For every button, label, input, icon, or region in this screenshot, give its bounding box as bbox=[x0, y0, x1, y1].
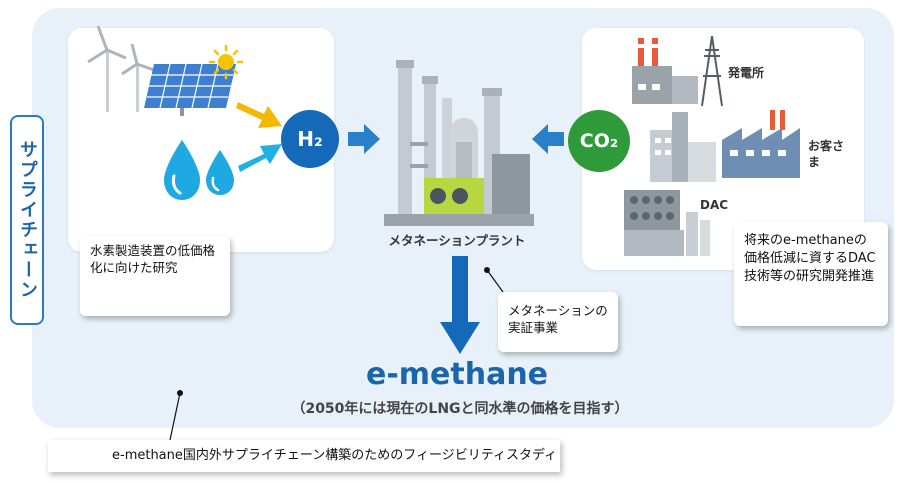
label-customer: お客さま bbox=[808, 138, 848, 170]
power-tower-icon bbox=[701, 35, 723, 107]
co2-circle: CO₂ bbox=[568, 110, 630, 172]
water-drop-icon bbox=[164, 140, 234, 200]
arrow-plant-to-emethane bbox=[440, 256, 480, 354]
wind-turbine-icon bbox=[87, 25, 155, 112]
callout-dac-research: 将来のe-methaneの価格低減に資するDAC技術等の研究開発推進 bbox=[734, 222, 888, 326]
plant-label: メタネーションプラント bbox=[388, 233, 526, 248]
arrow-renewable-to-h2 bbox=[236, 102, 282, 128]
factory-icon bbox=[632, 38, 698, 104]
building-icon bbox=[650, 112, 716, 182]
side-label-supply-chain: サプライチェーン bbox=[10, 115, 44, 325]
label-dac: DAC bbox=[700, 198, 729, 212]
emethane-title: e-methane bbox=[365, 357, 549, 392]
footer-feasibility-study: e-methane国内外サプライチェーン構築のためのフィージビリティスタディ bbox=[48, 440, 560, 472]
arrow-water-to-h2 bbox=[238, 144, 282, 172]
label-customer-text: お客さま bbox=[808, 139, 845, 169]
emethane-subtitle: （2050年には現在のLNGと同水準の価格を目指す） bbox=[291, 401, 629, 417]
solar-panel-icon bbox=[144, 63, 236, 116]
arrow-h2-to-plant bbox=[348, 124, 380, 154]
label-power-plant: 発電所 bbox=[728, 66, 765, 80]
factory-icon-customer bbox=[722, 110, 800, 178]
sun-icon bbox=[208, 44, 244, 80]
callout-methanation-demo: メタネーションの実証事業 bbox=[498, 292, 618, 352]
h2-circle: H₂ bbox=[281, 110, 339, 168]
dac-unit-icon bbox=[624, 190, 710, 256]
methanation-plant-icon bbox=[384, 60, 534, 226]
callout-hydrogen-research: 水素製造装置の低価格化に向けた研究 bbox=[80, 236, 230, 316]
arrow-co2-to-plant bbox=[532, 124, 564, 154]
